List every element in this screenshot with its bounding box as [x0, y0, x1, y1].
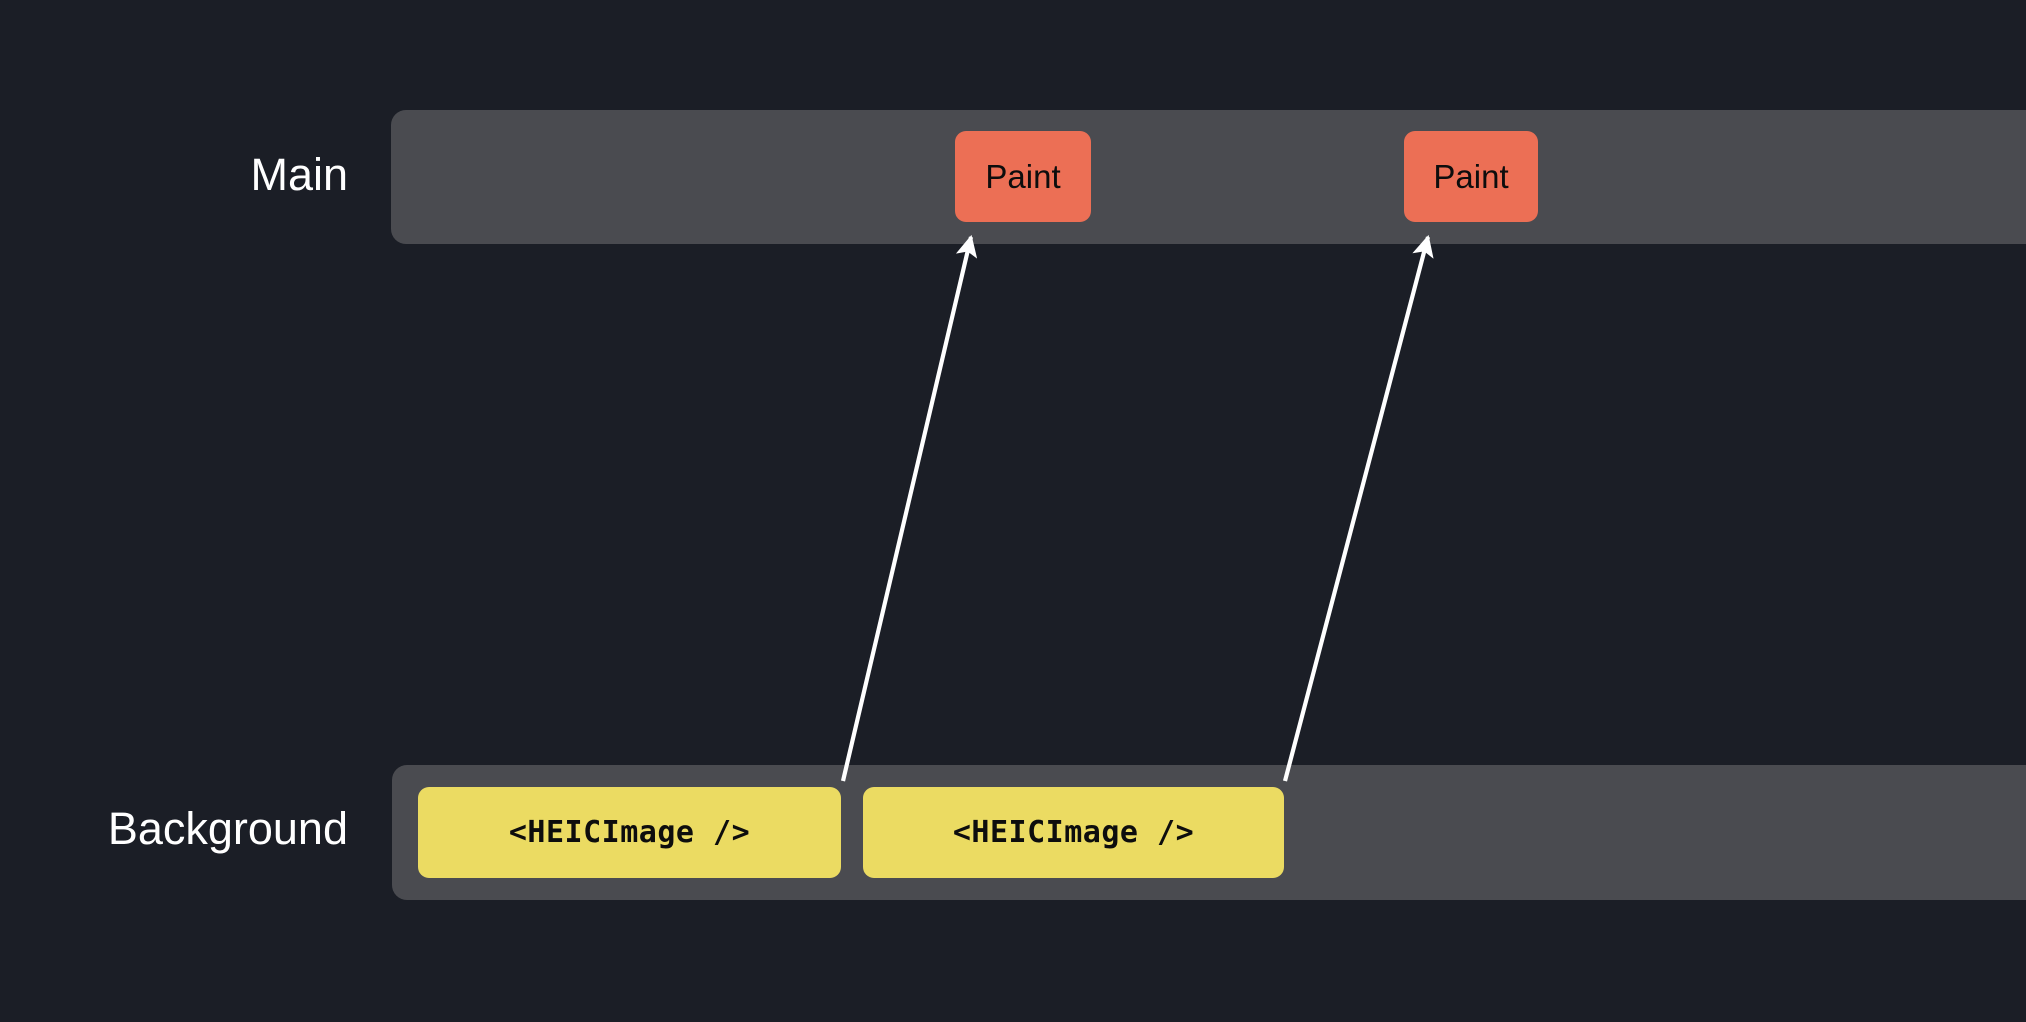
arrow-icon-1	[840, 234, 978, 782]
block-paint-1[interactable]: Paint	[955, 131, 1091, 222]
block-paint-1-label: Paint	[985, 157, 1061, 195]
track-background[interactable]: <HEICImage /> <HEICImage />	[392, 765, 2026, 900]
block-heic-image-1[interactable]: <HEICImage />	[418, 787, 841, 878]
arrow-icon-2	[1282, 234, 1434, 782]
row-label-background: Background	[107, 803, 348, 854]
track-main[interactable]: Paint Paint	[391, 110, 2026, 244]
block-paint-2-label: Paint	[1433, 157, 1509, 195]
block-heic-image-1-label: <HEICImage />	[508, 815, 751, 850]
block-heic-image-2[interactable]: <HEICImage />	[863, 787, 1284, 878]
block-heic-image-2-label: <HEICImage />	[952, 815, 1195, 850]
row-label-main: Main	[250, 149, 348, 200]
block-paint-2[interactable]: Paint	[1404, 131, 1538, 222]
